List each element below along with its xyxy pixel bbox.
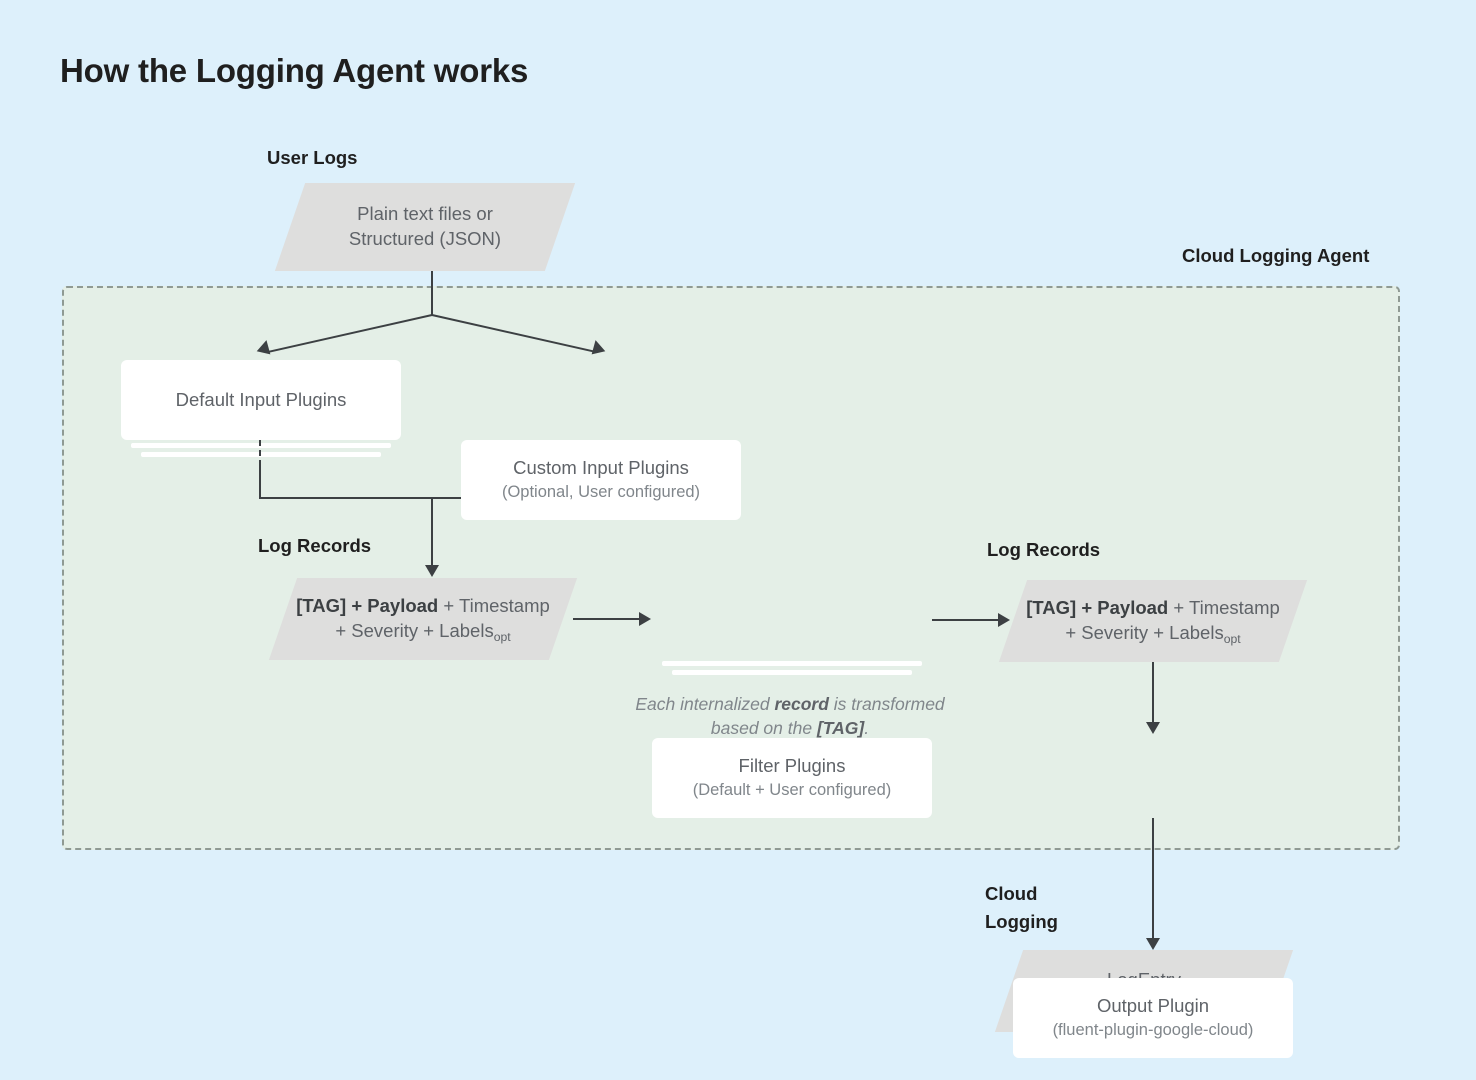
node-default-input-plugins[interactable]: Default Input Plugins bbox=[121, 360, 401, 440]
label-log-records-right: Log Records bbox=[987, 539, 1101, 560]
log-record-right-line-1: [TAG] + Payload + Timestamp bbox=[1026, 596, 1280, 621]
connector-default-input-dashed bbox=[259, 440, 261, 466]
note-part-1: Each internalized bbox=[635, 694, 775, 714]
arrowhead-to-log-record-left bbox=[425, 565, 439, 577]
note-bold-record: record bbox=[774, 694, 829, 714]
node-log-record-left: [TAG] + Payload + Timestamp + Severity +… bbox=[268, 578, 578, 660]
connector-inputs-bracket bbox=[259, 497, 601, 499]
log-record-left-line-2-text: + Severity + Labels bbox=[335, 620, 494, 641]
connector-output-to-logentry bbox=[1152, 818, 1154, 940]
arrowhead-to-output-plugin bbox=[1146, 722, 1160, 734]
log-record-left-line-2: + Severity + Labelsopt bbox=[335, 619, 510, 644]
log-record-left-line-2-sub: opt bbox=[493, 629, 511, 644]
log-record-left-line-1-rest: + Timestamp bbox=[438, 595, 550, 617]
filter-plugins-title: Filter Plugins bbox=[738, 755, 846, 777]
custom-input-plugins-subtitle: (Optional, User configured) bbox=[501, 483, 701, 502]
log-record-right-line-2-text: + Severity + Labels bbox=[1065, 622, 1224, 643]
log-record-right-line-1-bold: [TAG] + Payload bbox=[1026, 597, 1169, 619]
default-input-plugins-sheet-2 bbox=[141, 452, 381, 457]
default-input-plugins-sheet-1 bbox=[131, 443, 391, 448]
node-custom-input-plugins[interactable]: Custom Input Plugins (Optional, User con… bbox=[461, 440, 741, 520]
log-record-right-line-1-rest: + Timestamp bbox=[1168, 597, 1280, 619]
connector-logrecord-to-filter bbox=[573, 618, 641, 620]
page-title: How the Logging Agent works bbox=[60, 52, 529, 89]
node-output-plugin[interactable]: Output Plugin (fluent-plugin-google-clou… bbox=[1013, 978, 1293, 1058]
filter-plugins-sheet-2 bbox=[672, 670, 912, 675]
node-user-logs-source: Plain text files or Structured (JSON) bbox=[274, 183, 576, 271]
default-input-plugins-title: Default Input Plugins bbox=[175, 388, 347, 410]
custom-input-plugins-title: Custom Input Plugins bbox=[513, 457, 689, 479]
log-record-left-line-1: [TAG] + Payload + Timestamp bbox=[296, 594, 550, 619]
note-transform-record: Each internalized record is transformed … bbox=[630, 693, 950, 740]
connector-userlogs-stem bbox=[431, 271, 433, 315]
arrowhead-to-default-input bbox=[256, 338, 274, 355]
label-log-records-left: Log Records bbox=[258, 535, 372, 556]
filter-plugins-subtitle: (Default + User configured) bbox=[692, 781, 892, 800]
label-cloud-logging-line1: Cloud bbox=[985, 883, 1038, 904]
connector-logrecord-right-to-output bbox=[1152, 662, 1154, 724]
note-bold-tag: [TAG] bbox=[816, 717, 865, 738]
log-record-right-line-2-sub: opt bbox=[1223, 631, 1241, 646]
user-logs-line-2: Structured (JSON) bbox=[348, 228, 502, 249]
note-part-3: . bbox=[864, 717, 870, 738]
connector-filter-to-logrecord-right bbox=[932, 619, 1000, 621]
arrowhead-to-filter-plugins bbox=[639, 612, 651, 626]
output-plugin-title: Output Plugin bbox=[1096, 995, 1210, 1017]
log-record-right-line-2: + Severity + Labelsopt bbox=[1065, 621, 1240, 646]
filter-plugins-sheet-1 bbox=[662, 661, 922, 666]
label-user-logs: User Logs bbox=[267, 147, 358, 168]
connector-bracket-to-logrecord bbox=[431, 497, 433, 567]
log-record-left-line-1-bold: [TAG] + Payload bbox=[296, 595, 439, 617]
label-cloud-logging-line2: Logging bbox=[985, 910, 1058, 932]
arrowhead-to-log-entry bbox=[1146, 938, 1160, 950]
connector-default-input-down bbox=[259, 462, 261, 499]
arrowhead-to-log-record-right bbox=[998, 613, 1010, 627]
node-filter-plugins[interactable]: Filter Plugins (Default + User configure… bbox=[652, 738, 932, 818]
note-part-2: is transformed based on the bbox=[710, 694, 945, 738]
node-log-record-right: [TAG] + Payload + Timestamp + Severity +… bbox=[998, 580, 1308, 662]
output-plugin-subtitle: (fluent-plugin-google-cloud) bbox=[1052, 1021, 1254, 1040]
label-cloud-logging: Cloud Logging bbox=[985, 880, 1145, 936]
label-cloud-logging-agent: Cloud Logging Agent bbox=[1182, 245, 1370, 266]
user-logs-line-1: Plain text files or bbox=[357, 203, 493, 225]
